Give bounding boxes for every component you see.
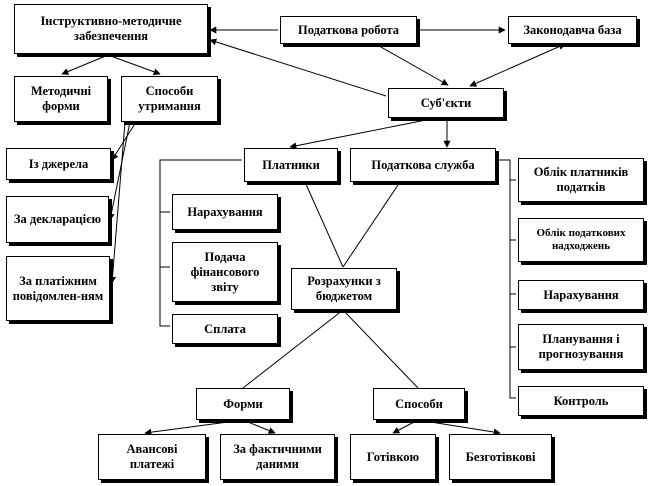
arrow-forms-advance: [144, 419, 244, 436]
box-actual-data: За фактичними даними: [220, 434, 335, 480]
bracket-payers: [159, 159, 242, 327]
arrow-obtain-source: [111, 121, 137, 161]
arrow-ways-cashless: [417, 419, 501, 436]
box-tax-work: Податкова робота: [280, 16, 417, 44]
box-subjects: Суб'єкти: [388, 88, 504, 118]
box-accrual-service: Нарахування: [518, 280, 644, 310]
box-accrual: Нарахування: [172, 194, 278, 230]
arrow-subjects-instructional: [209, 38, 387, 97]
box-control: Контроль: [518, 386, 644, 416]
box-forms: Форми: [196, 388, 290, 420]
line-budget-forms: [242, 309, 344, 389]
line-taxservice-budget: [342, 181, 401, 268]
arrow-obtain-declaration: [107, 121, 131, 221]
arrow-subjects-payers: [289, 117, 437, 150]
arrow-taxwork-subjects: [371, 41, 449, 86]
arrow-forms-actual: [242, 419, 276, 434]
line-budget-ways: [342, 309, 419, 389]
box-planning: Планування і прогнозування: [518, 324, 644, 370]
box-receipts-registry: Облік податкових надходжень: [518, 218, 644, 262]
arrow-legislative-subjects: [469, 43, 566, 87]
box-instructional: Інструктивно-методичне забезпечення: [14, 4, 208, 54]
box-by-notice: За платіжним повідомлен-ням: [6, 256, 110, 321]
arrow-ways-cash: [392, 419, 419, 434]
box-financial-report: Подача фінансового звіту: [172, 242, 278, 302]
box-payment: Сплата: [172, 314, 278, 344]
box-from-source: Із джерела: [6, 148, 111, 180]
box-payers: Платники: [244, 148, 338, 182]
box-payer-registry: Облік платників податків: [518, 158, 644, 202]
line-payers-budget: [304, 181, 344, 268]
box-tax-service: Податкова служба: [350, 148, 496, 182]
box-advance-payments: Авансові платежі: [98, 434, 206, 480]
bracket-taxservice: [498, 159, 516, 399]
box-budget-settlements: Розрахунки з бюджетом: [291, 268, 397, 310]
box-cash: Готівкою: [350, 434, 436, 480]
box-by-declaration: За декларацією: [6, 196, 109, 243]
box-method-forms: Методичні форми: [14, 76, 108, 122]
box-ways: Способи: [373, 388, 465, 420]
arrow-instr-obtain: [107, 54, 161, 76]
box-obtain-methods: Способи утримання: [121, 76, 218, 122]
box-cashless: Безготівкові: [449, 434, 552, 480]
arrow-instr-methodforms: [61, 54, 109, 75]
box-legislative: Законодавча база: [508, 16, 637, 44]
arrow-obtain-notice: [109, 121, 126, 284]
